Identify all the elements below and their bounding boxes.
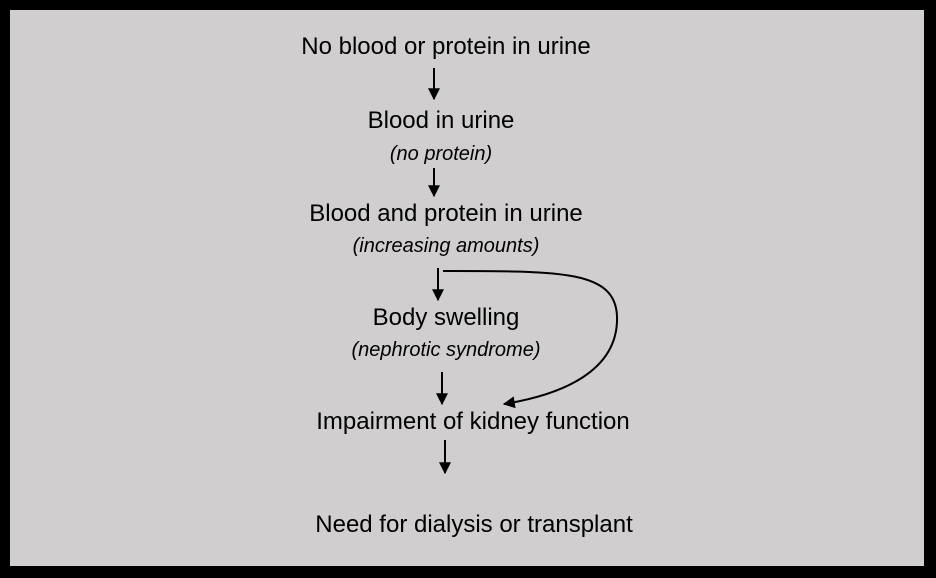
step-blood-in-urine: Blood in urine — [367, 107, 515, 134]
step-body-swelling-note: (nephrotic syndrome) — [351, 339, 541, 361]
diagram-panel — [10, 10, 924, 566]
step-blood-and-protein-note: (increasing amounts) — [352, 235, 540, 257]
step-kidney-impairment: Impairment of kidney function — [316, 408, 630, 435]
step-body-swelling: Body swelling — [372, 304, 520, 331]
step-dialysis-or-transplant: Need for dialysis or transplant — [315, 511, 633, 538]
step-no-blood-or-protein: No blood or protein in urine — [301, 33, 591, 60]
step-blood-and-protein: Blood and protein in urine — [309, 200, 583, 227]
arrow-step3-to-step5-curved — [442, 269, 619, 409]
step-blood-in-urine-note: (no protein) — [389, 143, 493, 165]
